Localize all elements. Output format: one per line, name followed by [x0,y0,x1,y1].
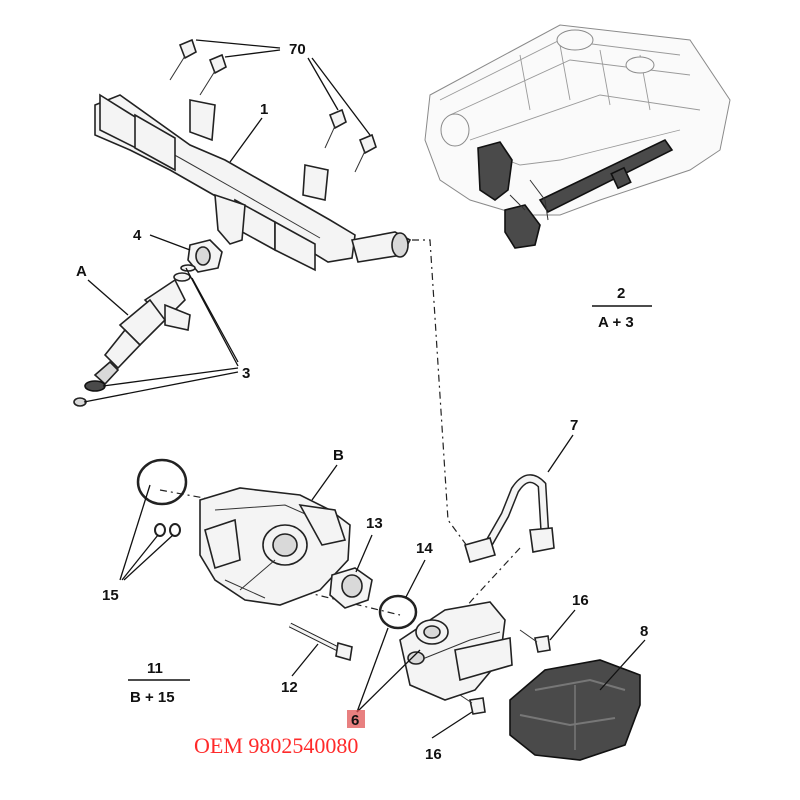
leader-lines [83,39,646,739]
callout-15: 15 [102,587,119,604]
o-ring-large [136,458,188,506]
o-ring-14 [378,594,418,630]
callout-13: 13 [366,515,383,532]
callout-A: A [76,263,87,280]
callout-7: 7 [570,417,578,434]
callout-8: 8 [640,623,648,640]
callout-2-subtitle: A + 3 [598,314,634,331]
high-pressure-pump-6 [399,601,513,701]
callout-2: 2 [617,285,625,302]
oem-part-number: OEM 9802540080 [194,733,358,758]
callout-4: 4 [133,227,142,244]
injector-A [73,264,196,407]
callout-16-top: 16 [572,592,589,609]
pump-cover-8 [509,659,641,761]
callout-3: 3 [242,365,250,382]
callout-1: 1 [260,101,268,118]
fuel-rail [94,93,412,272]
callout-12: 12 [281,679,298,696]
rail-bolts [169,38,377,173]
tappet-13 [329,567,373,609]
callout-6-highlight [347,710,365,728]
callout-6: 6 [351,712,359,729]
high-pressure-pipe [464,474,555,563]
engine-illustration [424,24,731,249]
callout-11: 11 [147,660,163,677]
bolt-16-bottom [459,694,486,715]
callout-14: 14 [416,540,433,557]
o-ring-small-2 [169,523,181,537]
pump-housing-B [199,487,351,606]
assembly-dash-rail-to-pipe [412,239,471,551]
spacer-part-4 [187,239,223,273]
bolt-16-top [519,629,551,653]
bolt-12 [288,622,353,662]
callout-11-subtitle: B + 15 [130,689,175,706]
callout-16-bottom: 16 [425,746,442,763]
callout-70: 70 [289,41,306,58]
callout-B: B [333,447,344,464]
o-ring-small-1 [154,523,166,537]
